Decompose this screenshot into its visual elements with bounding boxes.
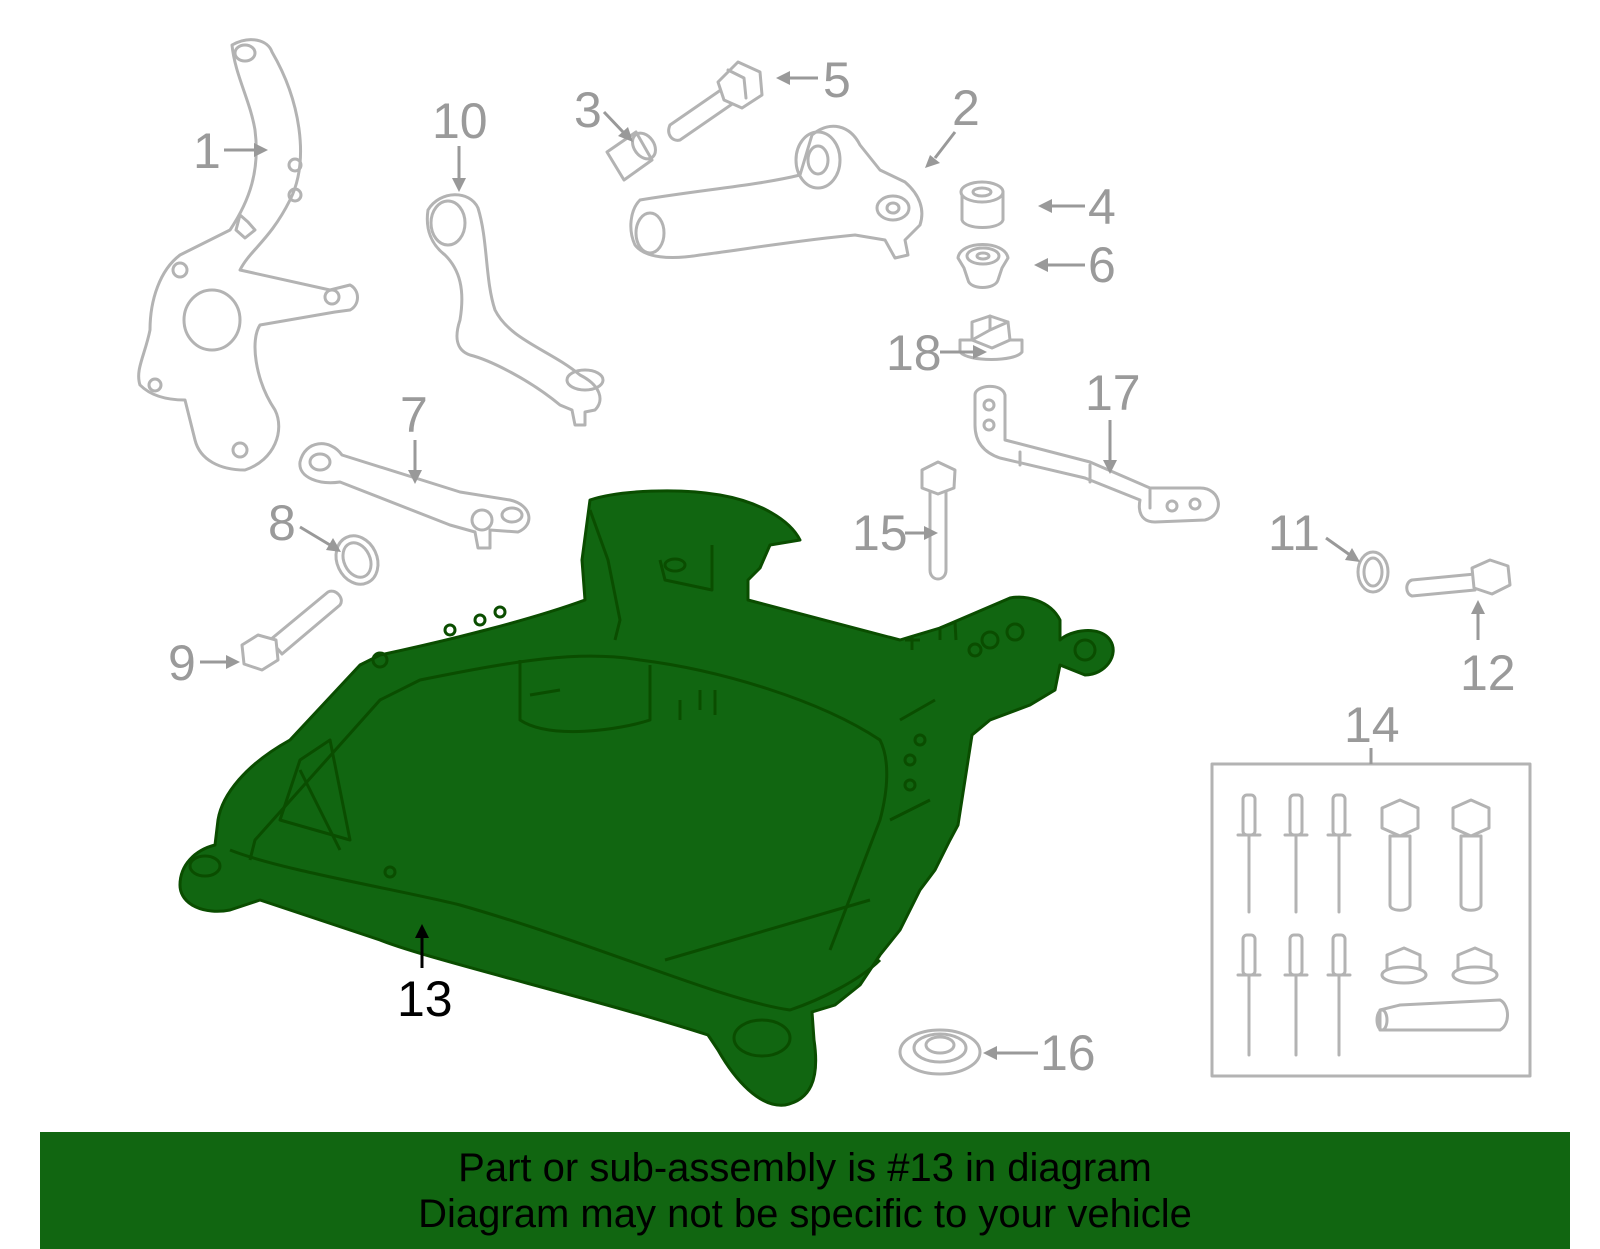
svg-text:5: 5	[823, 52, 851, 108]
svg-text:16: 16	[1040, 1025, 1096, 1081]
svg-text:2: 2	[952, 80, 980, 136]
part-4-bushing[interactable]	[959, 180, 1005, 229]
svg-text:11: 11	[1268, 505, 1320, 561]
callout-14: 14	[1344, 697, 1400, 764]
part-8-washer[interactable]	[328, 529, 385, 591]
rivet	[1283, 933, 1309, 1057]
part-6-bushing[interactable]	[956, 243, 1010, 289]
svg-text:4: 4	[1088, 179, 1116, 235]
callout-10: 10	[432, 93, 488, 192]
part-3-bushing[interactable]	[605, 129, 660, 182]
callout-9: 9	[168, 635, 240, 691]
callout-16: 16	[983, 1025, 1096, 1081]
svg-text:15: 15	[852, 505, 908, 561]
callout-15: 15	[852, 505, 938, 561]
callout-1: 1	[193, 123, 268, 179]
callout-17: 17	[1085, 365, 1141, 474]
callout-18: 18	[886, 325, 987, 381]
part-14-hardware-kit[interactable]	[1210, 762, 1532, 1078]
kit-tube	[1375, 998, 1509, 1032]
callout-4: 4	[1038, 179, 1116, 235]
part-15-bolt[interactable]	[920, 460, 957, 581]
rivet	[1326, 933, 1352, 1057]
svg-text:7: 7	[400, 387, 428, 443]
callout-12: 12	[1460, 600, 1516, 701]
part-12-bolt[interactable]	[1405, 558, 1512, 598]
callout-7: 7	[400, 387, 428, 484]
part-1-steering-knuckle[interactable]	[137, 38, 359, 472]
kit-bolt	[1451, 798, 1491, 912]
callout-3: 3	[574, 82, 633, 142]
svg-text:8: 8	[268, 495, 296, 551]
rivet	[1236, 793, 1262, 914]
part-17-link[interactable]	[973, 384, 1220, 524]
callout-2: 2	[925, 80, 980, 168]
part-13-subframe-highlighted[interactable]	[178, 489, 1115, 1107]
rivet	[1236, 933, 1262, 1057]
info-banner: Part or sub-assembly is #13 in diagram D…	[40, 1132, 1570, 1249]
svg-text:1: 1	[193, 123, 221, 179]
callout-8: 8	[268, 495, 341, 552]
svg-text:12: 12	[1460, 645, 1516, 701]
callout-6: 6	[1034, 237, 1116, 293]
part-10-control-arm[interactable]	[425, 193, 605, 427]
svg-text:13: 13	[397, 971, 453, 1027]
part-2-upper-control-arm[interactable]	[629, 124, 924, 260]
callout-5: 5	[776, 52, 851, 108]
svg-text:18: 18	[886, 325, 942, 381]
part-9-bolt[interactable]	[240, 589, 343, 672]
svg-text:3: 3	[574, 82, 602, 138]
part-5-bolt[interactable]	[667, 60, 764, 142]
rivet	[1283, 793, 1309, 914]
kit-nut	[1380, 946, 1428, 985]
part-16-grommet[interactable]	[898, 1028, 982, 1076]
kit-nut	[1451, 946, 1499, 985]
part-7-lower-arm[interactable]	[298, 442, 531, 550]
svg-text:6: 6	[1088, 237, 1116, 293]
callout-13: 13	[397, 924, 453, 1027]
part-11-o-ring[interactable]	[1356, 550, 1390, 594]
kit-bolt	[1380, 798, 1420, 912]
svg-text:14: 14	[1344, 697, 1400, 753]
banner-line-part: Part or sub-assembly is #13 in diagram	[458, 1145, 1152, 1190]
rivet	[1326, 793, 1352, 914]
svg-text:10: 10	[432, 93, 488, 149]
callout-11: 11	[1268, 505, 1360, 562]
banner-line-disclaimer: Diagram may not be specific to your vehi…	[418, 1191, 1192, 1236]
svg-text:17: 17	[1085, 365, 1141, 421]
svg-text:9: 9	[168, 635, 196, 691]
